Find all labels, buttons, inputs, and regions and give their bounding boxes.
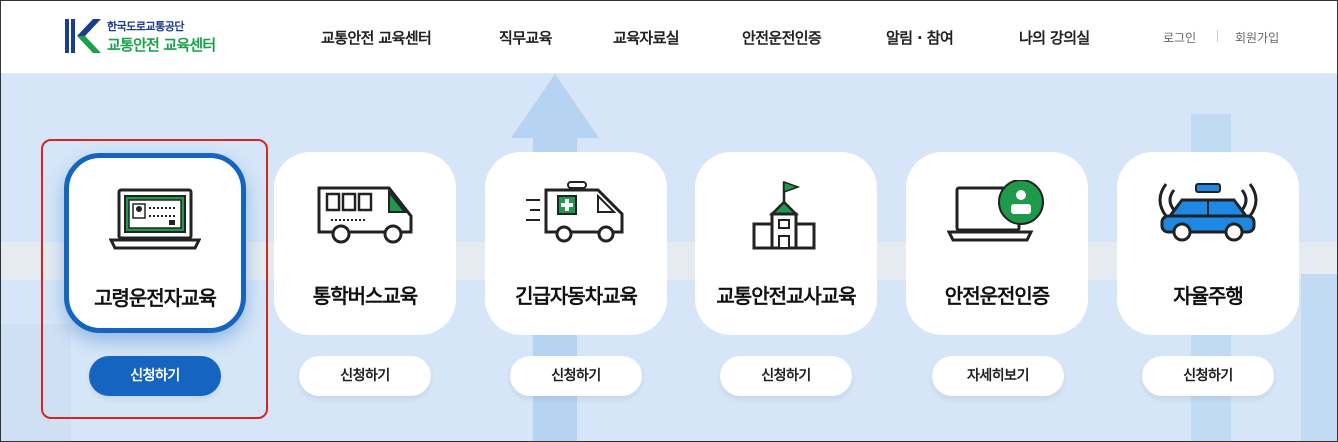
decorative-arrow [1301, 274, 1337, 441]
apply-button-safety-teacher[interactable]: 신청하기 [720, 356, 852, 396]
course-card-school-bus[interactable]: 통학버스교육 [274, 152, 456, 335]
login-link[interactable]: 로그인 [1163, 31, 1197, 45]
course-card-title: 통학버스교육 [312, 284, 418, 308]
school-bus-icon [317, 186, 413, 244]
course-card-safety-teacher[interactable]: 교통안전교사교육 [695, 152, 877, 335]
nav-item-job-training[interactable]: 직무교육 [499, 29, 552, 47]
course-card-safe-driving-cert[interactable]: 안전운전인증 [906, 152, 1088, 335]
site-logo[interactable]: 한국도로교통공단 교통안전 교육센터 [63, 18, 233, 58]
nav-item-traffic-safety-center[interactable]: 교통안전 교육센터 [321, 29, 432, 47]
logo-org-name: 한국도로교통공단 [107, 20, 184, 33]
course-card-senior-driver[interactable]: 고령운전자교육 [64, 153, 246, 333]
site-header: 한국도로교통공단 교통안전 교육센터 교통안전 교육센터 직무교육 교육자료실 … [1, 1, 1337, 74]
details-button-safe-driving-cert[interactable]: 자세히보기 [932, 356, 1064, 396]
signup-link[interactable]: 회원가입 [1235, 31, 1280, 45]
decorative-arrow-head-icon [511, 74, 599, 138]
course-card-title: 자율주행 [1173, 284, 1244, 308]
logo-center-name: 교통안전 교육센터 [107, 36, 216, 54]
school-building-icon [752, 180, 816, 250]
decorative-grid [1, 324, 71, 441]
course-card-title: 긴급자동차교육 [515, 284, 638, 308]
apply-button-senior-driver[interactable]: 신청하기 [89, 356, 221, 396]
util-divider [1217, 30, 1218, 42]
course-card-emergency-vehicle[interactable]: 긴급자동차교육 [485, 152, 667, 335]
course-card-title: 고령운전자교육 [94, 286, 217, 310]
laptop-user-icon [947, 180, 1044, 242]
koroad-logo-icon [65, 19, 101, 53]
apply-button-emergency-vehicle[interactable]: 신청하기 [510, 356, 642, 396]
apply-button-school-bus[interactable]: 신청하기 [299, 356, 431, 396]
nav-item-my-classroom[interactable]: 나의 강의실 [1019, 29, 1090, 47]
course-card-title: 안전운전인증 [944, 284, 1050, 308]
course-card-title: 교통안전교사교육 [716, 284, 856, 308]
apply-button-autonomous-driving[interactable]: 신청하기 [1142, 356, 1274, 396]
course-card-autonomous-driving[interactable]: 자율주행 [1117, 152, 1299, 335]
nav-item-safe-driving-cert[interactable]: 안전운전인증 [742, 29, 822, 47]
selection-highlight-box [41, 139, 268, 419]
autonomous-car-icon [1158, 183, 1258, 242]
nav-item-resources[interactable]: 교육자료실 [613, 29, 680, 47]
nav-item-notice[interactable]: 알림 · 참여 [886, 29, 954, 47]
ambulance-icon [526, 181, 624, 243]
laptop-license-icon [109, 188, 201, 250]
